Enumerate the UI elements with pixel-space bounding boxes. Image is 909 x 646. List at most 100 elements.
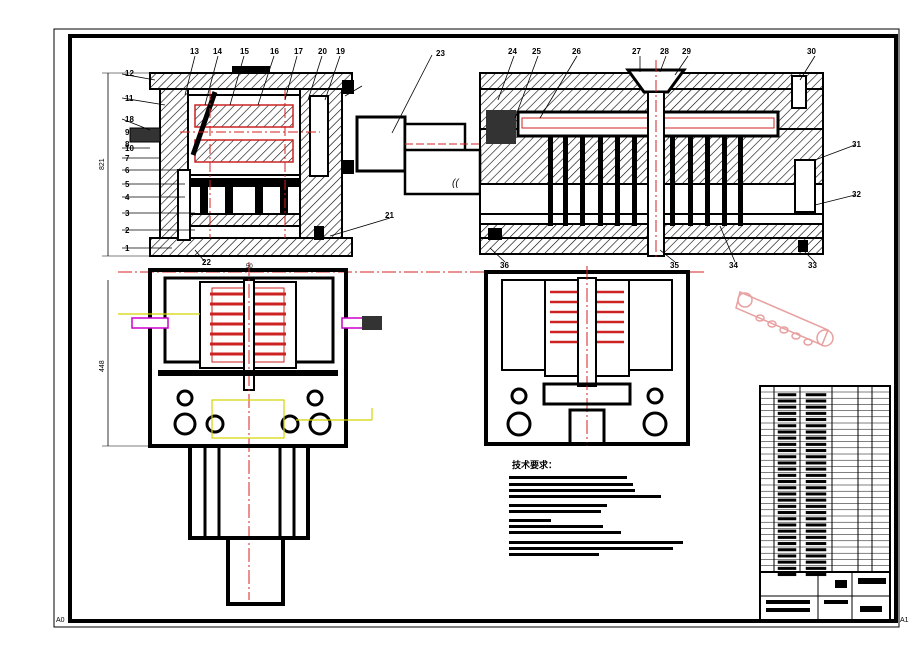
dimension-label: 448 [99,360,106,372]
part-number-label: 16 [270,47,279,56]
part-number-label: 8 [125,140,130,149]
parts-list-cell [805,467,827,471]
part-number-label: 11 [125,94,134,103]
part-labels-right: 24 25 26 27 28 29 30 31 32 33 34 35 36 [500,47,861,270]
parts-list-cell [777,542,797,546]
parts-list-cell [777,393,797,397]
part-number-label: 3 [125,209,130,218]
parts-list-cell [777,405,797,409]
parts-list-cell [777,418,797,422]
parts-list-cell [777,442,797,446]
part-number-label: 19 [336,47,345,56]
title-block [759,385,891,621]
part-number-label: 10 [125,144,134,153]
plan-view-left: 448 50 [99,262,382,606]
parts-list-cell [805,548,827,552]
part-number-label: 23 [436,49,445,58]
parts-list-cell [805,449,827,453]
part-number-label: 32 [852,190,861,199]
leader-lines-left [121,55,391,263]
parts-list-cell [777,511,797,515]
parts-list-cell [805,455,827,459]
part-number-label: 21 [385,211,394,220]
parts-list-cell [805,393,827,397]
part-number-label: 2 [125,226,130,235]
part-sketch [735,290,834,347]
parts-list-cell [805,418,827,422]
part-number-label: 6 [125,166,130,175]
part-number-label: 30 [807,47,816,56]
part-number-label: 14 [213,47,222,56]
parts-list-cell [777,554,797,558]
parts-list-cell [805,498,827,502]
parts-list-cell [777,560,797,564]
parts-list-cell [805,560,827,564]
part-number-label: 27 [632,47,641,56]
parts-list-cell [777,399,797,403]
part-number-label: 36 [500,261,509,270]
injection-unit: 23 (( [355,49,482,196]
sheet-corner-mark: A0 [56,617,65,624]
parts-list-cell [777,449,797,453]
part-number-label: 24 [508,47,517,56]
parts-list-cell [777,573,797,577]
parts-list-cell [805,411,827,415]
parts-list-cell [777,461,797,465]
part-number-label: 34 [729,261,738,270]
parts-list-cell [805,554,827,558]
parts-list-cell [805,529,827,533]
parts-list-cell [777,480,797,484]
parts-list-cell [805,486,827,490]
part-number-label: 12 [125,69,134,78]
leader-lines-right [489,55,856,263]
dimension-label: 50 [246,264,253,270]
parts-list-cell [777,411,797,415]
part-number-label: 35 [670,261,679,270]
parts-list-cell [805,461,827,465]
part-number-label: 7 [125,154,130,163]
parts-list-cell [777,436,797,440]
parts-list-cell [805,542,827,546]
parts-list-cell [805,473,827,477]
parts-list-cell [805,535,827,539]
part-number-label: 1 [125,244,130,253]
inner-border [68,34,898,623]
parts-list-cell [805,566,827,570]
part-number-label: 13 [190,47,199,56]
part-number-label: 5 [125,180,130,189]
mold-section-left [129,66,354,257]
part-labels-left: 1 2 3 4 5 6 7 8 9 10 11 12 13 14 15 16 1… [125,47,394,267]
parts-list-cell [777,504,797,508]
sheet-corner-mark: A1 [900,617,909,624]
parts-list-cell [805,523,827,527]
parts-list-cell [805,511,827,515]
dimension-label: 821 [99,158,106,170]
parts-list-cell [777,455,797,459]
plan-view-right [484,266,690,446]
parts-list-cell [777,492,797,496]
parts-list-cell [777,517,797,521]
parts-list-cell [805,430,827,434]
parts-list-cell [805,573,827,577]
part-number-label: 18 [125,115,134,124]
parts-list-cell [777,548,797,552]
part-number-label: 26 [572,47,581,56]
part-number-label: 29 [682,47,691,56]
part-number-label: 31 [852,140,861,149]
technical-notes: 技术要求： [509,459,683,556]
parts-list-cell [805,399,827,403]
outer-border [53,28,900,628]
parts-list-cell [805,504,827,508]
parts-list-cell [805,492,827,496]
parts-list-cell [777,498,797,502]
svg-text:((: (( [452,178,460,189]
parts-list-cell [777,424,797,428]
parts-list-cell [777,566,797,570]
parts-list-cell [777,486,797,490]
part-number-label: 15 [240,47,249,56]
parts-list-cell [777,523,797,527]
part-number-label: 9 [125,128,130,137]
part-number-label: 20 [318,47,327,56]
